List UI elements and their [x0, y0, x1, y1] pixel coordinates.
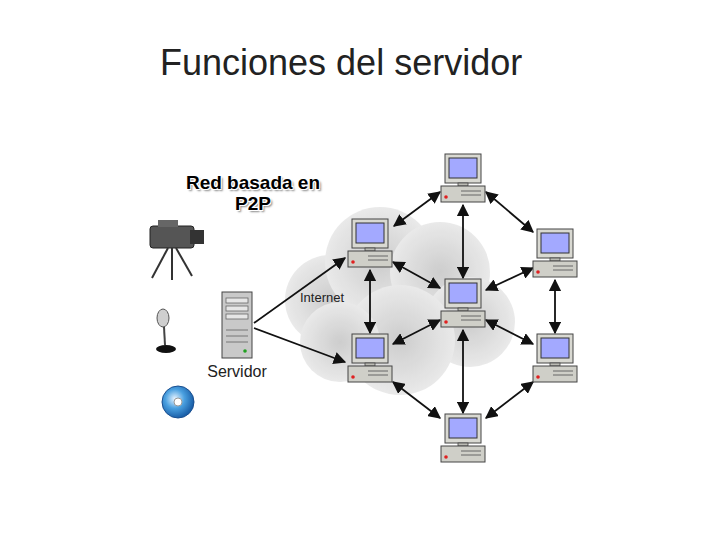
computer-icon — [533, 334, 577, 382]
node-label: Servidor — [197, 363, 277, 381]
internet-cloud — [285, 207, 515, 395]
video-camera-icon — [150, 220, 204, 280]
computer-icon — [533, 229, 577, 277]
computer-icon — [441, 154, 485, 202]
computers — [348, 154, 577, 462]
server-tower — [222, 292, 252, 358]
cloud-label: Internet — [300, 290, 370, 305]
cd-icon — [162, 386, 194, 418]
network-label: Red basada en P2P — [178, 172, 328, 214]
computer-icon — [441, 279, 485, 327]
computer-icon — [441, 414, 485, 462]
microphone-icon — [156, 309, 176, 353]
p2p-arrows — [254, 192, 555, 418]
computer-icon — [348, 219, 392, 267]
server-node: Servidor — [197, 288, 277, 381]
computer-icon — [348, 334, 392, 382]
slide-title: Funciones del servidor — [160, 42, 522, 84]
